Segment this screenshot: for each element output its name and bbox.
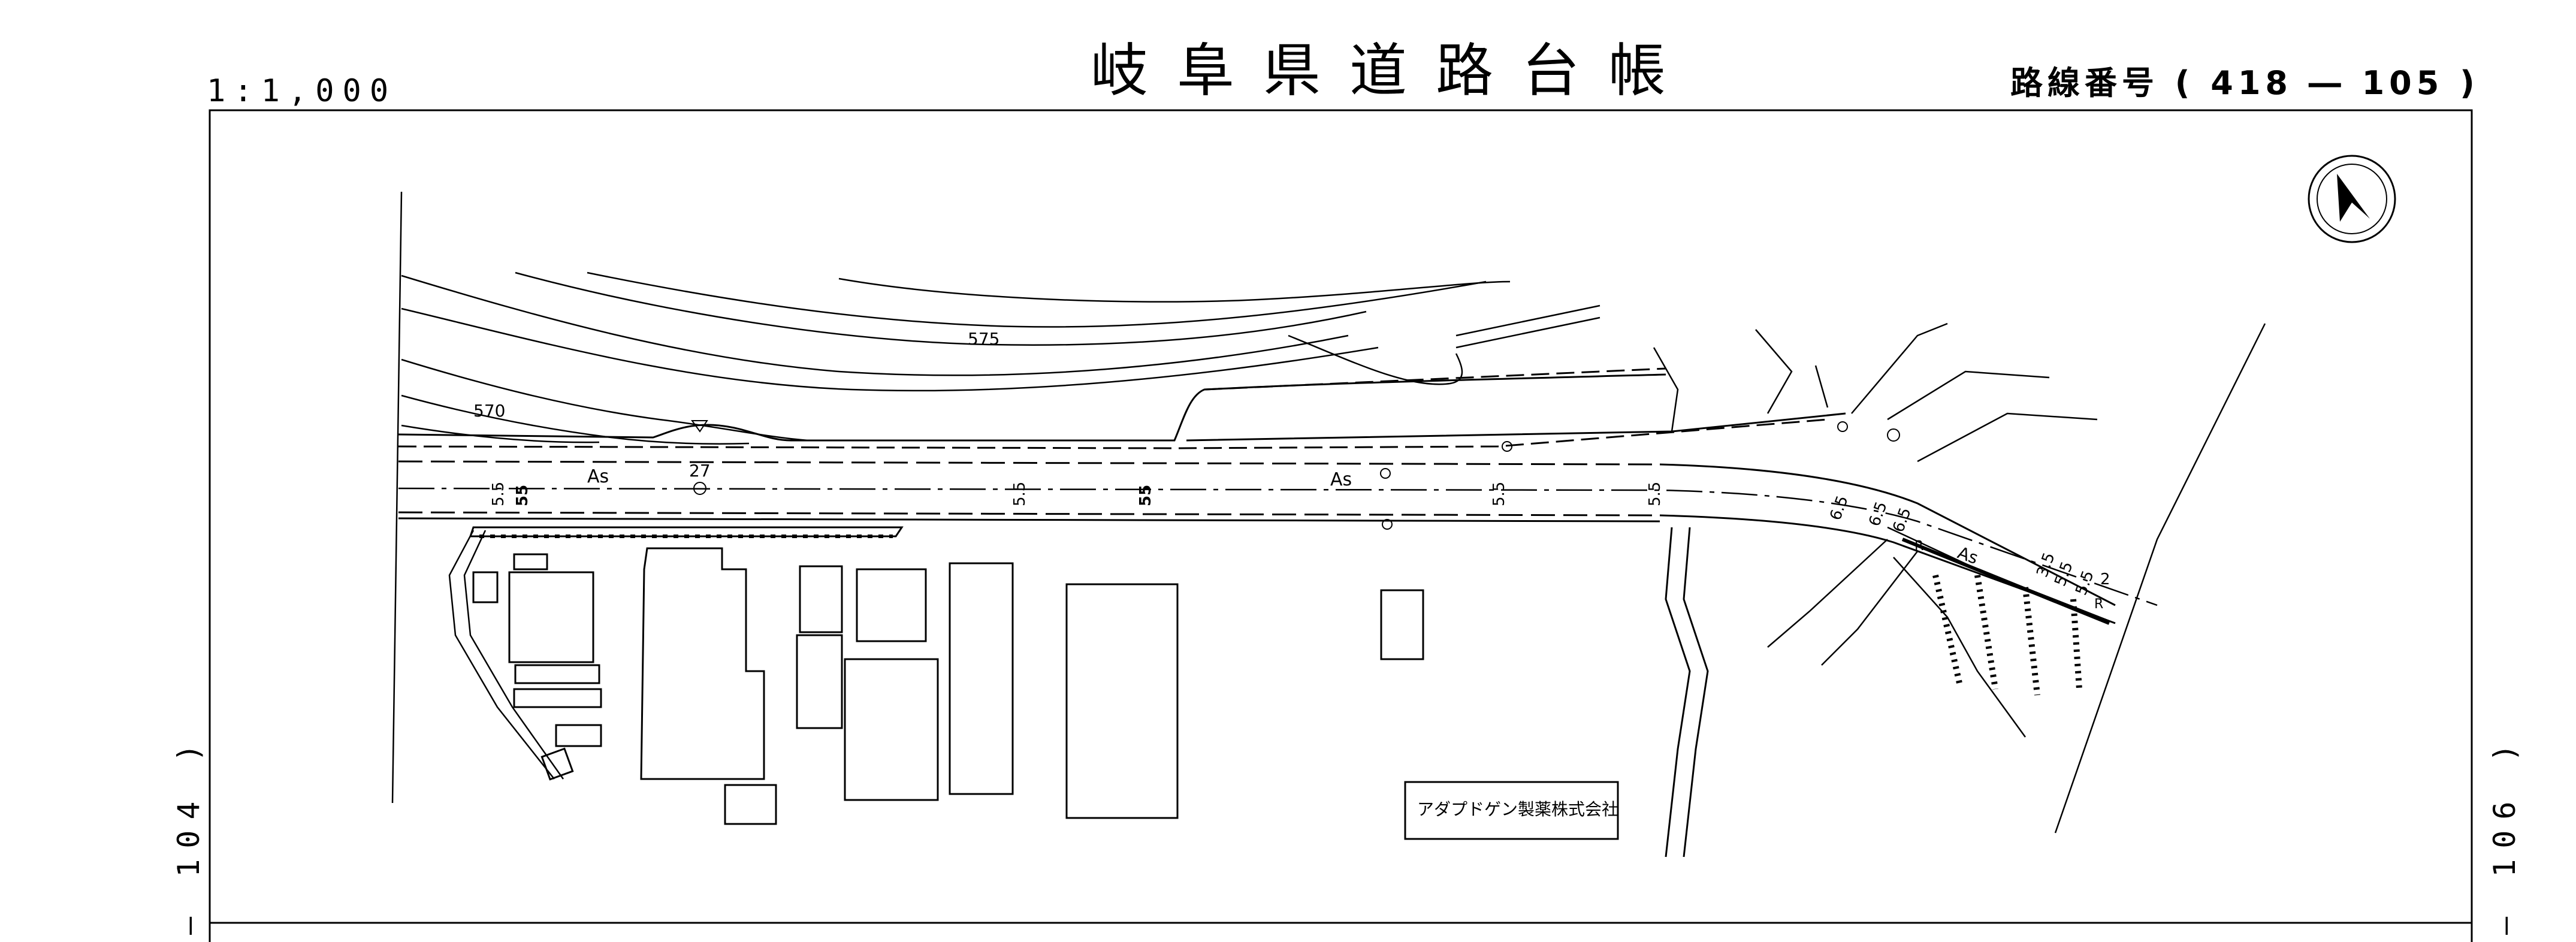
north-arrow-icon (2308, 155, 2396, 243)
road-edges (398, 460, 2116, 624)
road-width: 55 (1137, 485, 1155, 506)
surface-label: As (1330, 469, 1352, 490)
road-width: 6.5 (1889, 505, 1914, 535)
road-width: 5.5 (1011, 482, 1029, 506)
lower-fence (398, 517, 1660, 538)
survey-markers (691, 420, 1900, 530)
marker-label: R (1914, 539, 1923, 554)
contour-lines (401, 271, 1600, 445)
route-number: 路線番号 ( 418 ― 105 ) (2010, 64, 2480, 102)
road-centerline (398, 487, 2158, 606)
road-width: 5.5 (1490, 482, 1508, 506)
map-labels: 575 570 As As As 27 R R 5.5 55 55 5.5 5.… (473, 329, 2110, 819)
surface-label: As (1955, 543, 1981, 569)
road-width: 6.5 (1826, 493, 1852, 523)
map-frame (209, 109, 2473, 942)
map-scale: 1:1,000 (207, 73, 397, 109)
company-label: アダプドゲン製薬株式会社 (1417, 799, 1618, 819)
road-width: 5.5 (1646, 482, 1664, 506)
buildings (472, 547, 1619, 840)
channel (1665, 527, 1709, 858)
road-width: 6.5 (1865, 499, 1891, 529)
company-label-box (1404, 781, 1619, 840)
road-width: 55 (514, 485, 531, 506)
marker-label: 27 (689, 461, 711, 481)
contour-label: 575 (968, 329, 999, 349)
east-intersection (1653, 322, 2266, 834)
road-width: 5.5 (490, 482, 508, 506)
contour-label: 570 (473, 401, 505, 421)
west-slope (391, 191, 564, 804)
road-width: 2 (2100, 570, 2110, 588)
marker-label: R (2094, 597, 2103, 612)
surface-label: As (587, 466, 609, 487)
page-title: 岐阜県道路台帳 (1091, 37, 1695, 104)
